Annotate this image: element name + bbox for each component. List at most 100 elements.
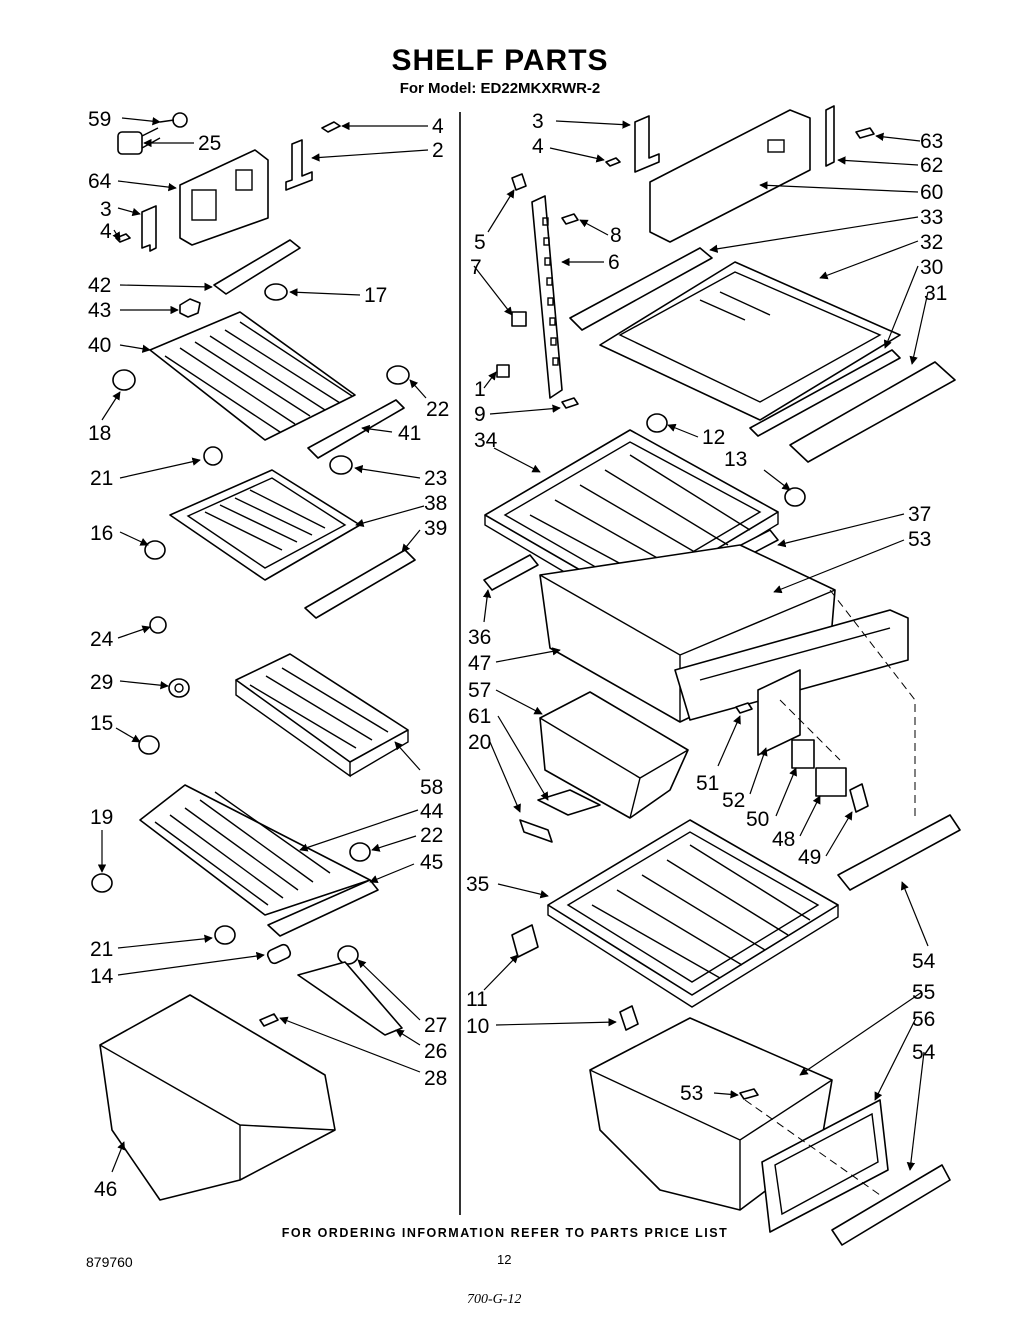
callout-20: 20	[468, 731, 491, 754]
slide-26	[297, 961, 403, 1036]
callout-54: 54	[912, 1041, 936, 1064]
trim-30	[749, 349, 901, 437]
trim-45	[267, 879, 379, 937]
trim-39	[304, 549, 416, 619]
trim-54-lower	[831, 1164, 951, 1246]
trim-54-upper	[837, 814, 961, 891]
callout-4: 4	[432, 115, 444, 138]
support-22-top	[386, 365, 410, 385]
callout-17: 17	[364, 284, 387, 307]
callout-10: 10	[466, 1015, 489, 1038]
bushing-17	[264, 283, 288, 301]
callout-50: 50	[746, 808, 769, 831]
callout-29: 29	[90, 671, 113, 694]
callout-46: 46	[94, 1178, 117, 1201]
ordering-note: FOR ORDERING INFORMATION REFER TO PARTS …	[281, 1226, 729, 1240]
shelf-35	[547, 819, 839, 1008]
support-27	[337, 945, 359, 965]
clip-43	[179, 298, 201, 318]
light-bulb-59	[159, 112, 188, 128]
support-18	[112, 369, 136, 391]
clip-1	[496, 364, 510, 378]
callout-36: 36	[468, 626, 491, 649]
callout-3: 3	[532, 110, 544, 133]
callout-9: 9	[474, 403, 486, 426]
support-23	[329, 455, 353, 475]
callout-60: 60	[920, 181, 943, 204]
callout-62: 62	[920, 154, 943, 177]
support-22-bottom	[349, 842, 371, 862]
control-panel-60	[649, 109, 811, 243]
callout-24: 24	[90, 628, 114, 651]
trim-42	[213, 239, 301, 295]
callout-52: 52	[722, 789, 745, 812]
support-13	[784, 487, 806, 507]
rail-36	[483, 554, 539, 591]
bin-57	[539, 691, 689, 819]
callout-55: 55	[912, 981, 935, 1004]
callout-59: 59	[88, 108, 111, 131]
cover-48	[815, 767, 847, 797]
callout-31: 31	[924, 282, 947, 305]
callout-21: 21	[90, 467, 113, 490]
callout-33: 33	[920, 206, 943, 229]
handwritten-code: 700-G-12	[467, 1292, 522, 1307]
callout-13: 13	[724, 448, 747, 471]
callout-64: 64	[88, 170, 112, 193]
callout-30: 30	[920, 256, 943, 279]
callout-7: 7	[470, 256, 482, 279]
callout-58: 58	[420, 776, 443, 799]
screw-28	[259, 1013, 279, 1027]
support-12	[646, 413, 668, 433]
ladder-rail-6	[531, 195, 563, 399]
roller-14	[266, 943, 292, 965]
screw-8	[561, 213, 579, 225]
clip-7	[511, 311, 527, 327]
callout-23: 23	[424, 467, 447, 490]
model-subtitle: For Model: ED22MKXRWR-2	[399, 80, 601, 97]
callout-25: 25	[198, 132, 221, 155]
callout-8: 8	[610, 224, 622, 247]
callout-6: 6	[608, 251, 620, 274]
callout-22: 22	[420, 824, 443, 847]
leader-lines	[97, 117, 929, 1173]
callout-48: 48	[772, 828, 795, 851]
callout-12: 12	[702, 426, 725, 449]
callout-1: 1	[474, 378, 486, 401]
callout-53: 53	[908, 528, 931, 551]
support-21-top	[203, 446, 223, 466]
support-21-bottom	[214, 925, 236, 945]
screw-63	[855, 127, 875, 139]
callout-22: 22	[426, 398, 449, 421]
hinge-62	[825, 105, 835, 167]
callout-63: 63	[920, 130, 943, 153]
bracket-5	[511, 173, 527, 191]
callout-35: 35	[466, 873, 489, 896]
callout-56: 56	[912, 1008, 935, 1031]
screw-4-right	[605, 157, 621, 167]
page-title: SHELF PARTS	[391, 44, 609, 77]
clip-10	[619, 1005, 639, 1031]
callout-47: 47	[468, 652, 491, 675]
trim-41	[307, 399, 405, 459]
nut-29	[168, 678, 190, 698]
screw-9	[561, 397, 579, 409]
actuator-20	[519, 819, 553, 843]
glass-shelf-32	[599, 261, 901, 421]
callout-5: 5	[474, 231, 486, 254]
callout-61: 61	[468, 705, 491, 728]
callout-49: 49	[798, 846, 821, 869]
callout-19: 19	[90, 806, 113, 829]
callout-4: 4	[100, 220, 112, 243]
callout-45: 45	[420, 851, 443, 874]
light-shield-64	[179, 149, 269, 246]
callout-34: 34	[474, 429, 498, 452]
callout-40: 40	[88, 334, 111, 357]
screw-4-top-left	[321, 121, 341, 133]
control-52	[757, 669, 801, 756]
callout-53: 53	[680, 1082, 703, 1105]
knob-51	[735, 702, 753, 714]
light-socket-25	[117, 127, 161, 155]
callout-21: 21	[90, 938, 113, 961]
